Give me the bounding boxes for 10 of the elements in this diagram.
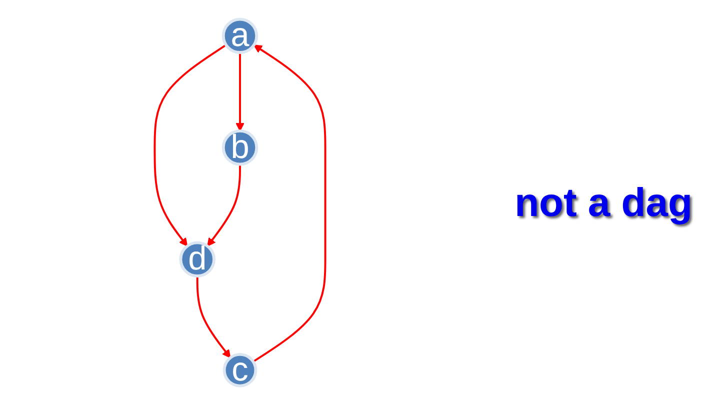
arrow bbox=[196, 276, 231, 358]
node-circle: d bbox=[179, 241, 216, 278]
arrow bbox=[236, 52, 244, 132]
arrow bbox=[154, 44, 227, 246]
note-text: not a dag bbox=[514, 180, 692, 226]
node-circle: c bbox=[222, 352, 258, 388]
node-circle: a bbox=[222, 18, 258, 54]
arrow bbox=[252, 44, 326, 362]
arrow bbox=[207, 164, 241, 246]
node-circle: b bbox=[222, 130, 258, 166]
